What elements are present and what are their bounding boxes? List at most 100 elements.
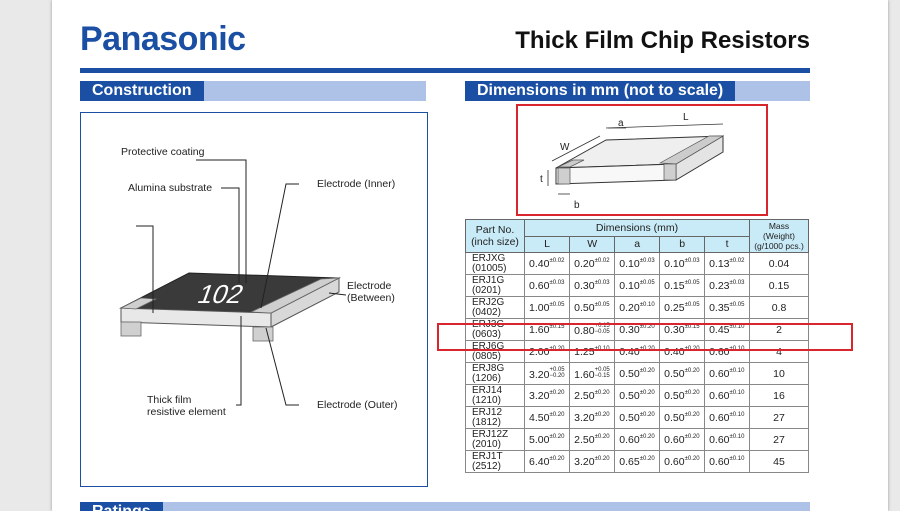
tolerance: ±0.20 [639,345,655,352]
tolerance-lower: −0.15 [594,372,610,379]
dimension-cell: 0.50±0.20 [614,384,661,407]
dimension-value: 0.50 [664,411,685,424]
dimension-value: 0.50 [664,367,685,380]
tolerance-lower: −0.05 [594,328,610,335]
tolerance: ±0.20 [639,367,655,374]
part-number: ERJXG [472,252,506,264]
dimension-value: 1.00 [529,301,550,314]
construction-section-bar: Construction [80,81,426,101]
dimension-cell: 2.50±0.20 [569,384,616,407]
tolerance: ±0.20 [594,455,610,462]
part-number: ERJ2G [472,296,505,308]
col-header-b: b [659,235,706,253]
tolerance: ±0.20 [684,367,700,374]
dimension-cell: 0.60±0.03 [523,274,571,297]
dimension-value: 1.60 [529,323,550,336]
chip-illustration: 102 [119,159,347,406]
dimension-value: 0.10 [619,257,640,270]
dimension-cell: 0.23±0.03 [704,274,750,297]
dimension-value: 0.10 [619,279,640,292]
label-electrode-between-line2: (Between) [347,292,395,304]
dimension-cell: 0.50±0.20 [614,362,661,385]
tolerance: ±0.05 [684,301,700,308]
part-number-cell: ERJ12Z(2010) [465,428,525,451]
tolerance: ±0.10 [639,301,655,308]
dim-label-t: t [540,174,543,185]
dimension-value: 0.23 [709,279,730,292]
mass-cell: 27 [749,428,809,451]
col-header-part-line1: Part No. [475,224,515,236]
col-header-part: Part No. (inch size) [465,219,525,253]
ratings-heading: Ratings [80,502,163,511]
tolerance: ±0.20 [639,389,655,396]
tolerance: ±0.03 [729,279,745,286]
dimension-cell: 4.50±0.20 [523,406,571,429]
tolerance: ±0.10 [729,411,745,418]
datasheet-page: Panasonic Thick Film Chip Resistors Cons… [52,0,888,511]
dimension-value: 0.65 [619,455,640,468]
tolerance: ±0.03 [594,279,610,286]
col-header-mass-line1: Mass (Weight) [763,221,795,241]
tolerance: ±0.20 [639,455,655,462]
inch-size: (1812) [472,416,501,428]
dimension-value: 0.60 [709,367,730,380]
dimension-value: 3.20 [574,411,595,424]
dimension-cell: 0.10±0.05 [614,274,661,297]
dimension-value: 0.50 [619,389,640,402]
tolerance: ±0.05 [594,301,610,308]
tolerance: ±0.20 [639,433,655,440]
dimension-value: 0.40 [664,345,685,358]
label-electrode-outer: Electrode (Outer) [317,399,398,411]
dimension-cell: 0.60±0.20 [659,450,706,473]
dimension-value: 0.60 [529,279,550,292]
tolerance: +0.15−0.05 [595,323,610,335]
dimension-cell: 2.50±0.20 [569,428,616,451]
label-thick-film-line2: resistive element [147,406,226,418]
inch-size: (2010) [472,438,501,450]
inch-size: (1210) [472,394,501,406]
header-rule [80,68,810,73]
dimensions-diagram: L a W t b [516,104,768,216]
tolerance: ±0.10 [729,323,745,330]
dimension-cell: 0.13±0.02 [704,252,750,275]
part-number: ERJ8G [472,362,505,374]
dimension-value: 6.40 [529,455,550,468]
tolerance-upper: +0.05 [594,366,610,373]
tolerance: ±0.05 [684,279,700,286]
tolerance: ±0.10 [729,433,745,440]
dimension-value: 0.35 [709,301,730,314]
dimension-cell: 0.40±0.02 [523,252,571,275]
dimension-value: 0.40 [529,257,550,270]
mass-cell: 0.8 [749,296,809,319]
dimension-cell: 0.60±0.20 [614,428,661,451]
dimension-value: 0.50 [574,301,595,314]
dimension-cell: 0.10±0.03 [614,252,661,275]
tolerance: ±0.15 [684,323,700,330]
tolerance: ±0.20 [594,433,610,440]
part-number: ERJ6G [472,340,505,352]
dimension-cell: 1.60+0.05−0.15 [569,362,616,385]
dimension-value: 3.20 [529,389,550,402]
label-thick-film-line1: Thick film [147,394,192,406]
document-title: Thick Film Chip Resistors [515,27,810,54]
construction-diagram: 102 Protective coating Alumina substrate… [80,112,428,487]
part-number-cell: ERJ2G(0402) [465,296,525,319]
tolerance: ±0.20 [549,433,565,440]
dimensions-heading: Dimensions in mm (not to scale) [465,81,736,101]
part-number-cell: ERJ6G(0805) [465,340,525,363]
dimension-cell: 0.50±0.20 [614,406,661,429]
tolerance: +0.05−0.15 [595,367,610,379]
mass-cell: 0.15 [749,274,809,297]
dimension-value: 0.20 [619,301,640,314]
dimension-cell: 0.50±0.05 [569,296,616,319]
dimension-cell: 0.60±0.10 [704,362,750,385]
dimension-cell: 1.25±0.10 [569,340,616,363]
dimension-cell: 0.60±0.10 [704,428,750,451]
label-electrode-between-line1: Electrode [347,280,392,292]
tolerance: ±0.10 [729,367,745,374]
tolerance: ±0.20 [549,389,565,396]
dimension-value: 0.50 [619,411,640,424]
col-header-t: t [704,235,750,253]
